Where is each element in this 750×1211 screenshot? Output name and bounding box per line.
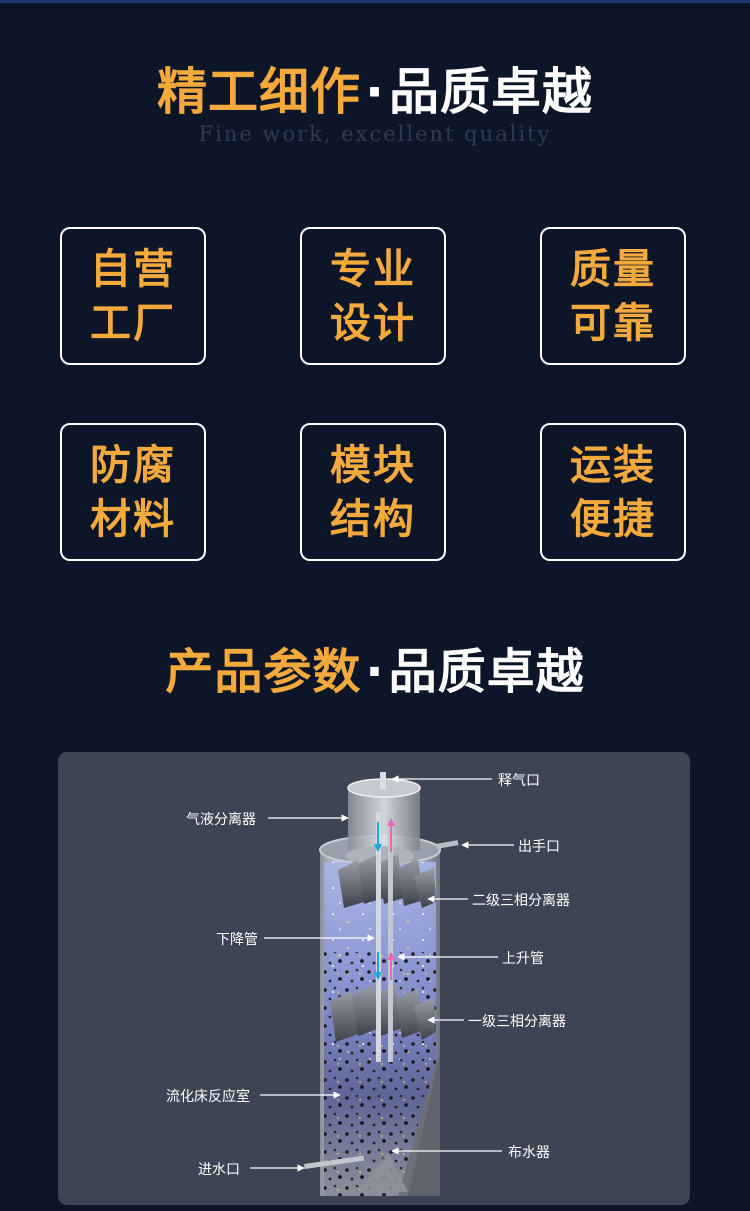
label-gas-liquid-separator: 气液分离器: [186, 812, 256, 828]
reactor-illustration: [250, 772, 514, 1196]
feature-box-professional-design: 专业 设计: [300, 227, 446, 365]
label-water-distributor: 布水器: [508, 1145, 550, 1161]
label-riser: 上升管: [502, 951, 544, 967]
label-downcomer: 下降管: [216, 932, 258, 948]
feature-line: 材料: [90, 495, 176, 543]
feature-line: 可靠: [570, 299, 656, 347]
feature-box-own-factory: 自营 工厂: [60, 227, 206, 365]
feature-box-anticorrosion-material: 防腐 材料: [60, 423, 206, 561]
feature-line: 结构: [330, 495, 416, 543]
section-title-parameters: 产品参数·品质卓越: [0, 632, 750, 702]
feature-box-modular-structure: 模块 结构: [300, 423, 446, 561]
feature-line: 便捷: [570, 495, 656, 543]
feature-line: 运装: [570, 441, 656, 489]
title-highlight: 产品参数: [165, 644, 362, 700]
label-outlet: 出手口: [518, 839, 560, 855]
reactor-diagram-panel: 释气口 气液分离器 出手口 二级三相分离器 下降管 上升管 一级三相分离器 流化…: [58, 752, 690, 1205]
feature-line: 工厂: [90, 299, 176, 347]
title-dot: ·: [365, 644, 385, 700]
feature-line: 专业: [330, 245, 416, 293]
title-text: 品质卓越: [389, 63, 593, 121]
top-accent-line: [0, 0, 750, 3]
section-subtitle: Fine work, excellent quality: [198, 122, 552, 146]
feature-line: 防腐: [90, 441, 176, 489]
feature-line: 自营: [90, 245, 176, 293]
title-text: 品质卓越: [388, 644, 585, 700]
title-highlight: 精工细作: [157, 63, 361, 121]
label-inlet: 进水口: [198, 1162, 240, 1178]
title-dot: ·: [365, 63, 385, 121]
label-first-separator: 一级三相分离器: [468, 1014, 566, 1030]
section-title-craftsmanship: 精工细作·品质卓越: [0, 52, 750, 124]
feature-line: 设计: [330, 299, 416, 347]
feature-line: 质量: [570, 245, 656, 293]
feature-box-easy-transport: 运装 便捷: [540, 423, 686, 561]
label-second-separator: 二级三相分离器: [472, 893, 570, 909]
label-reaction-chamber: 流化床反应室: [166, 1089, 250, 1105]
label-vent: 释气口: [498, 773, 540, 789]
feature-box-reliable-quality: 质量 可靠: [540, 227, 686, 365]
feature-line: 模块: [330, 441, 416, 489]
